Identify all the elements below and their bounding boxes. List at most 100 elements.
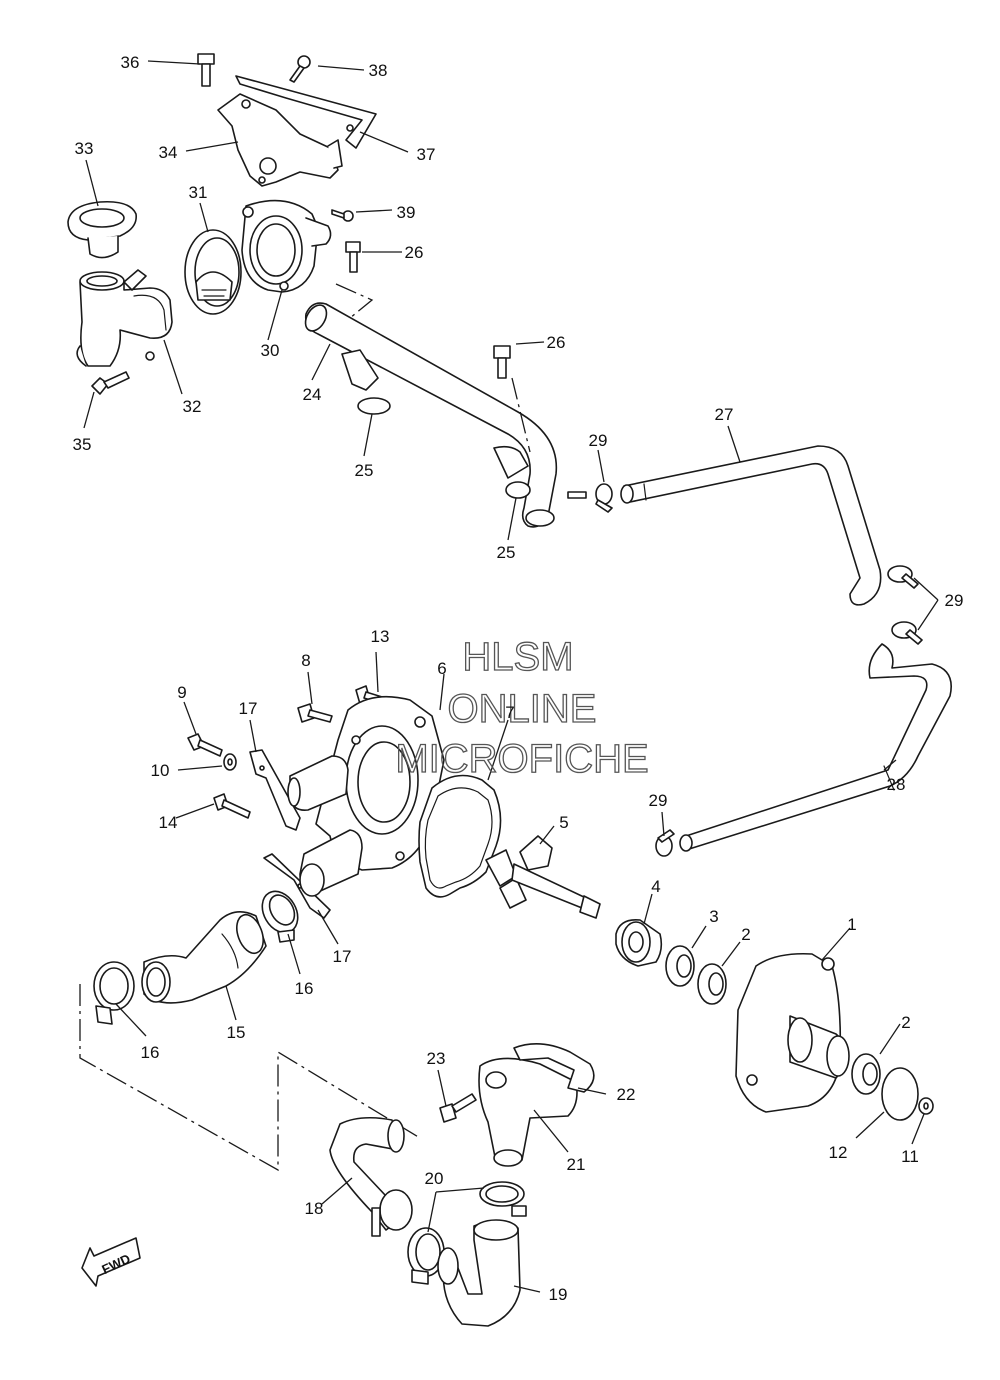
callout-9: 9 — [177, 683, 186, 702]
phantom-line — [79, 984, 421, 1172]
callout-17-upper: 17 — [239, 699, 258, 718]
bolt-26-lower — [493, 345, 511, 379]
clamp-29-right-a — [887, 565, 919, 589]
o-ring-25-lower — [505, 481, 531, 499]
clamp-20-upper — [479, 1181, 527, 1217]
bolt-small — [567, 491, 587, 499]
callout-39: 39 — [397, 203, 416, 222]
callout-7: 7 — [505, 703, 514, 722]
callout-26-upper: 26 — [405, 243, 424, 262]
bolt-9 — [187, 733, 223, 757]
callout-3: 3 — [709, 907, 718, 926]
bolt-14 — [213, 793, 251, 819]
callout-2-left: 2 — [741, 925, 750, 944]
watermark-line1: HLSM — [462, 635, 573, 679]
leader-lines — [83, 60, 939, 1293]
callout-12: 12 — [829, 1143, 848, 1162]
callout-26-lower: 26 — [547, 333, 566, 352]
callout-18: 18 — [305, 1199, 324, 1218]
callout-30: 30 — [261, 341, 280, 360]
pipe-18 — [329, 1116, 413, 1237]
bolt-36 — [197, 53, 215, 87]
fwd-direction-marker: FWD — [81, 1237, 141, 1287]
gasket-22 — [513, 1043, 595, 1093]
pipe-24 — [304, 283, 558, 528]
water-pump-housing — [287, 695, 445, 897]
bearing-3 — [665, 945, 695, 987]
washer-10 — [223, 753, 237, 771]
filler-neck — [76, 269, 173, 367]
callout-29-upper: 29 — [589, 431, 608, 450]
callout-8: 8 — [301, 651, 310, 670]
hose-28 — [679, 643, 952, 852]
clamp-16-lower — [93, 961, 135, 1025]
callout-22: 22 — [617, 1085, 636, 1104]
clamp-29-right-b — [891, 621, 923, 645]
callout-14: 14 — [159, 813, 178, 832]
callout-31: 31 — [189, 183, 208, 202]
bracket-37 — [235, 75, 377, 149]
callout-11: 11 — [901, 1147, 919, 1166]
callout-37: 37 — [417, 145, 436, 164]
callout-33: 33 — [75, 139, 94, 158]
callout-15: 15 — [227, 1023, 246, 1042]
callout-35: 35 — [73, 435, 92, 454]
thermostat-cover — [241, 199, 332, 293]
o-ring-12 — [881, 1067, 919, 1121]
callout-25-upper: 25 — [355, 461, 374, 480]
bolt-35 — [91, 371, 130, 395]
callout-36: 36 — [121, 53, 140, 72]
watermark-line3: MICROFICHE — [395, 737, 648, 781]
callout-21: 21 — [567, 1155, 586, 1174]
callout-labels: 36 38 37 34 39 26 26 33 31 30 32 35 24 2… — [73, 53, 964, 1304]
callout-4: 4 — [651, 877, 660, 896]
watermark-line2: ONLINE — [448, 687, 597, 731]
o-ring-25-upper — [357, 397, 391, 415]
pipe-19 — [437, 1219, 521, 1327]
bracket-34 — [217, 93, 343, 187]
bearing-2-left — [697, 963, 727, 1005]
callout-5: 5 — [559, 813, 568, 832]
gasket-7 — [418, 774, 502, 898]
callout-10: 10 — [151, 761, 170, 780]
callout-16-lower: 16 — [141, 1043, 160, 1062]
callout-19: 19 — [549, 1285, 568, 1304]
bolt-8 — [297, 703, 333, 723]
callout-34: 34 — [159, 143, 178, 162]
pump-cover — [735, 952, 850, 1113]
impeller-shaft — [485, 835, 601, 919]
callout-17-lower: 17 — [333, 947, 352, 966]
callout-29-lower: 29 — [649, 791, 668, 810]
callout-32: 32 — [183, 397, 202, 416]
callout-25-lower: 25 — [497, 543, 516, 562]
callout-23: 23 — [427, 1049, 446, 1068]
callout-27: 27 — [715, 405, 734, 424]
hose-15 — [141, 911, 267, 1004]
bracket-17-upper — [249, 749, 301, 831]
callout-6: 6 — [437, 659, 446, 678]
callout-13: 13 — [371, 627, 390, 646]
screw-39 — [331, 209, 354, 222]
clamp-20-lower — [407, 1227, 445, 1285]
callout-29-right: 29 — [945, 591, 964, 610]
seal-4 — [615, 918, 663, 967]
callout-38: 38 — [369, 61, 388, 80]
clamp-29-lower — [655, 829, 675, 857]
callout-20: 20 — [425, 1169, 444, 1188]
watermark: HLSM ONLINE MICROFICHE — [395, 634, 650, 781]
thermostat — [184, 229, 242, 315]
bolt-23 — [439, 1093, 477, 1123]
callout-24: 24 — [303, 385, 322, 404]
clamp-29-upper — [595, 483, 613, 513]
bolt-26-upper — [345, 241, 361, 273]
elbow-21 — [478, 1057, 578, 1167]
gasket-7-inner — [424, 787, 493, 889]
screw-38 — [289, 55, 311, 83]
callout-2-right: 2 — [901, 1013, 910, 1032]
radiator-cap — [67, 200, 137, 259]
callout-1: 1 — [847, 915, 856, 934]
callout-16-upper: 16 — [295, 979, 314, 998]
hose-27 — [620, 445, 882, 606]
